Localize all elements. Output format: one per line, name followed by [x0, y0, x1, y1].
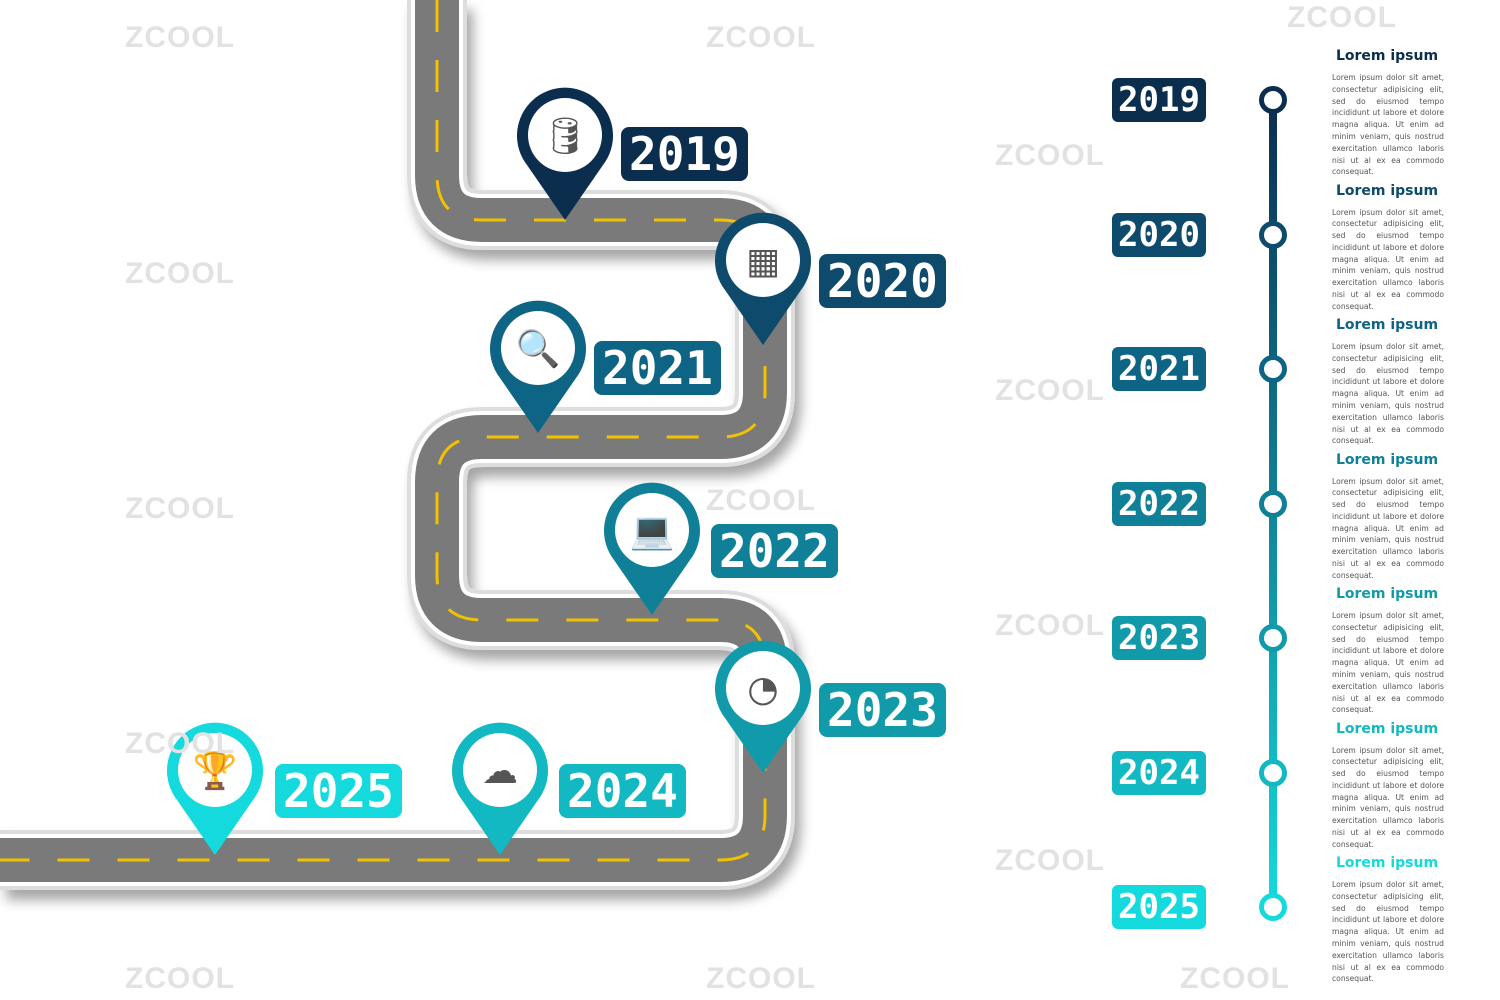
watermark: ZCOOL: [125, 962, 235, 995]
timeline-year: 2024: [1112, 750, 1206, 795]
timeline-description: Lorem ipsum dolor sit amet, consectetur …: [1332, 880, 1444, 984]
pin-year-label: 2020: [819, 254, 946, 308]
map-pin-2025: 🏆: [167, 722, 263, 855]
timeline-node: [1259, 355, 1287, 383]
timeline-year: 2019: [1112, 78, 1206, 122]
watermark: ZCOOL: [125, 257, 235, 290]
timeline-year: 2021: [1112, 347, 1206, 391]
timeline-title: Lorem ipsum: [1335, 586, 1439, 602]
timeline-node: [1259, 758, 1287, 787]
server-icon: ▦: [746, 241, 780, 282]
watermark: ZCOOL: [995, 609, 1105, 642]
watermark: ZCOOL: [995, 139, 1105, 172]
watermark: ZCOOL: [1287, 1, 1397, 34]
timeline-node: [1259, 489, 1287, 518]
timeline-description: Lorem ipsum dolor sit amet, consectetur …: [1332, 611, 1444, 715]
timeline-description: Lorem ipsum dolor sit amet, consectetur …: [1332, 745, 1444, 849]
map-pin-2023: ◔: [715, 640, 811, 773]
timeline-node: [1259, 86, 1287, 114]
pin-year-label: 2021: [594, 341, 721, 395]
timeline-year: 2025: [1112, 885, 1206, 929]
laptop-chart-icon: 💻: [630, 511, 675, 552]
timeline-description: Lorem ipsum dolor sit amet, consectetur …: [1332, 73, 1444, 177]
map-pin-2021: 🔍: [490, 300, 587, 433]
timeline-title: Lorem ipsum: [1335, 720, 1439, 737]
pin-year-label: 2025: [275, 764, 402, 818]
search-list-icon: 🔍: [516, 326, 561, 370]
timeline-node: [1259, 624, 1287, 652]
watermark: ZCOOL: [125, 21, 235, 54]
map-pin-2024: ☁: [452, 722, 548, 855]
timeline-description: Lorem ipsum dolor sit amet, consectetur …: [1332, 476, 1444, 580]
timeline-title: Lorem ipsum: [1335, 48, 1439, 64]
watermark: ZCOOL: [706, 21, 816, 54]
watermark: ZCOOL: [706, 962, 816, 995]
pin-year-label: 2024: [559, 764, 686, 818]
map-pin-2019: 🛢: [517, 87, 613, 220]
timeline-title: Lorem ipsum: [1335, 182, 1439, 199]
watermark: ZCOOL: [125, 492, 235, 525]
timeline-title: Lorem ipsum: [1335, 317, 1439, 333]
map-pin-2020: ▦: [715, 212, 811, 345]
timeline-year: 2022: [1112, 481, 1206, 526]
timeline-title: Lorem ipsum: [1335, 855, 1439, 871]
map-pin-2022: 💻: [604, 482, 700, 615]
pin-year-label: 2022: [711, 524, 838, 578]
watermark: ZCOOL: [995, 844, 1105, 877]
database-icon: 🛢: [542, 116, 588, 157]
watermark: ZCOOL: [1180, 962, 1290, 995]
trophy-icon: 🏆: [193, 750, 238, 792]
timeline-year: 2020: [1112, 212, 1206, 257]
pin-year-label: 2023: [819, 683, 946, 737]
timeline-description: Lorem ipsum dolor sit amet, consectetur …: [1332, 207, 1444, 311]
timeline-title: Lorem ipsum: [1335, 451, 1439, 468]
watermark: ZCOOL: [125, 727, 235, 760]
timeline-description: Lorem ipsum dolor sit amet, consectetur …: [1332, 342, 1444, 446]
timeline-year: 2023: [1112, 616, 1206, 660]
cloud-gear-icon: ☁: [482, 751, 518, 792]
watermark: ZCOOL: [706, 484, 816, 517]
watermark: ZCOOL: [995, 374, 1105, 407]
timeline-node: [1259, 220, 1287, 249]
pin-year-label: 2019: [621, 127, 748, 181]
pie-chart-icon: ◔: [747, 669, 778, 710]
timeline-node: [1259, 893, 1287, 921]
